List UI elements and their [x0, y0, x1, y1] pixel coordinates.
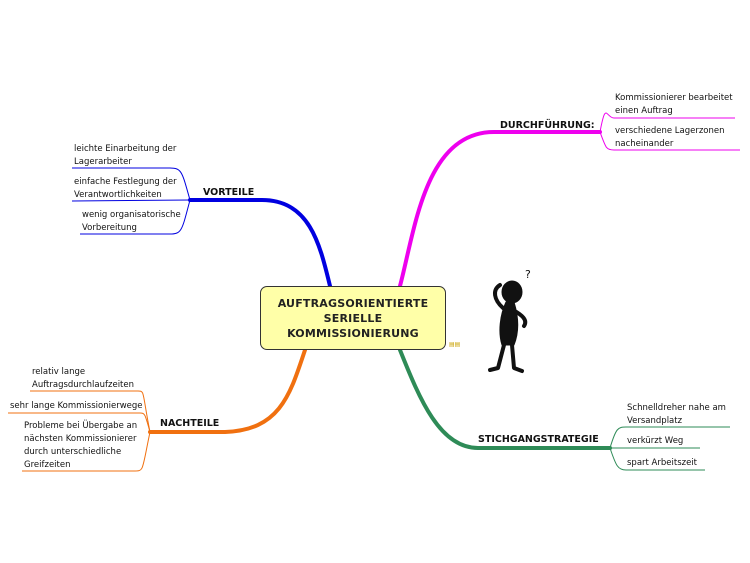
branch-vorteile[interactable]: VORTEILE — [203, 187, 255, 198]
central-topic-line-3: KOMMISSIONIERUNG — [287, 326, 419, 340]
leaf-durchfuehrung-2[interactable]: verschiedene Lagerzonen nacheinander — [615, 125, 725, 151]
leaf-line: Greifzeiten — [24, 460, 71, 470]
leaf-connector-durchfuehrung-1 — [599, 112, 735, 133]
leaf-connector-nachteile-1 — [30, 390, 151, 433]
leaf-line: spart Arbeitszeit — [627, 458, 698, 468]
leaf-connector-durchfuehrung-2 — [599, 131, 740, 151]
leaf-line: sehr lange Kommissionierwege — [10, 401, 143, 411]
question-mark-icon: ? — [525, 268, 531, 281]
leaf-connector-stichgang-1 — [609, 426, 730, 449]
leaf-line: Auftragsdurchlaufzeiten — [32, 380, 135, 390]
leaf-line: Kommissionierer bearbeitet — [615, 93, 733, 103]
leaf-stichgang-2[interactable]: verkürzt Weg — [627, 435, 683, 448]
notes-icon[interactable]: ▤▤ — [449, 341, 461, 348]
branch-connector-nachteile — [148, 348, 307, 434]
leaf-line: nacheinander — [615, 139, 674, 149]
leaf-line: Verantwortlichkeiten — [74, 190, 162, 200]
leaf-nachteile-2[interactable]: sehr lange Kommissionierwege — [10, 400, 143, 413]
leaf-line: relativ lange — [32, 367, 86, 377]
branch-connector-stichgang — [398, 348, 612, 450]
thinking-person-icon: ? — [488, 268, 531, 373]
leaf-vorteile-3[interactable]: wenig organisatorische Vorbereitung — [82, 209, 181, 235]
leaf-vorteile-1[interactable]: leichte Einarbeitung der Lagerarbeiter — [74, 143, 176, 169]
leaf-line: leichte Einarbeitung der — [74, 144, 177, 154]
leaf-line: Vorbereitung — [82, 223, 137, 233]
leaf-line: Probleme bei Übergabe an — [24, 421, 138, 431]
leaf-line: Lagerarbeiter — [74, 157, 132, 167]
leaf-line: Schnelldreher nahe am — [627, 403, 726, 413]
central-topic-line-1: AUFTRAGSORIENTIERTE — [277, 296, 429, 310]
leaf-line: Versandplatz — [627, 416, 683, 426]
branch-nachteile[interactable]: NACHTEILE — [160, 418, 220, 429]
branch-stichgangstrategie[interactable]: STICHGANGSTRATEGIE — [478, 434, 599, 445]
leaf-stichgang-3[interactable]: spart Arbeitszeit — [627, 457, 697, 470]
leaf-line: durch unterschiedliche — [24, 447, 122, 457]
central-topic-line-2: SERIELLE — [323, 311, 383, 325]
leaf-connector-vorteile-3 — [80, 199, 191, 235]
leaf-connector-vorteile-1 — [72, 167, 191, 201]
leaf-connector-nachteile-3 — [22, 431, 151, 472]
leaf-nachteile-1[interactable]: relativ lange Auftragsdurchlaufzeiten — [32, 366, 134, 392]
leaf-connector-nachteile-2 — [8, 412, 151, 433]
branch-connector-vorteile — [188, 198, 332, 288]
leaf-line: nächsten Kommissionierer — [24, 434, 137, 444]
leaf-line: verkürzt Weg — [627, 436, 684, 446]
leaf-durchfuehrung-1[interactable]: Kommissionierer bearbeitet einen Auftrag — [615, 92, 733, 118]
branch-connector-durchfuehrung — [398, 129, 602, 288]
leaf-connector-stichgang-3 — [609, 447, 705, 471]
leaf-nachteile-3[interactable]: Probleme bei Übergabe an nächsten Kommis… — [24, 420, 137, 472]
leaf-line: verschiedene Lagerzonen — [615, 126, 725, 136]
branch-durchfuehrung[interactable]: DURCHFÜHRUNG: — [500, 120, 595, 131]
leaf-line: wenig organisatorische — [82, 210, 181, 220]
leaf-vorteile-2[interactable]: einfache Festlegung der Verantwortlichke… — [74, 176, 177, 202]
leaf-stichgang-1[interactable]: Schnelldreher nahe am Versandplatz — [627, 402, 726, 428]
leaf-line: einfache Festlegung der — [74, 177, 177, 187]
leaf-connector-vorteile-2 — [71, 199, 191, 202]
leaf-line: einen Auftrag — [615, 106, 673, 116]
